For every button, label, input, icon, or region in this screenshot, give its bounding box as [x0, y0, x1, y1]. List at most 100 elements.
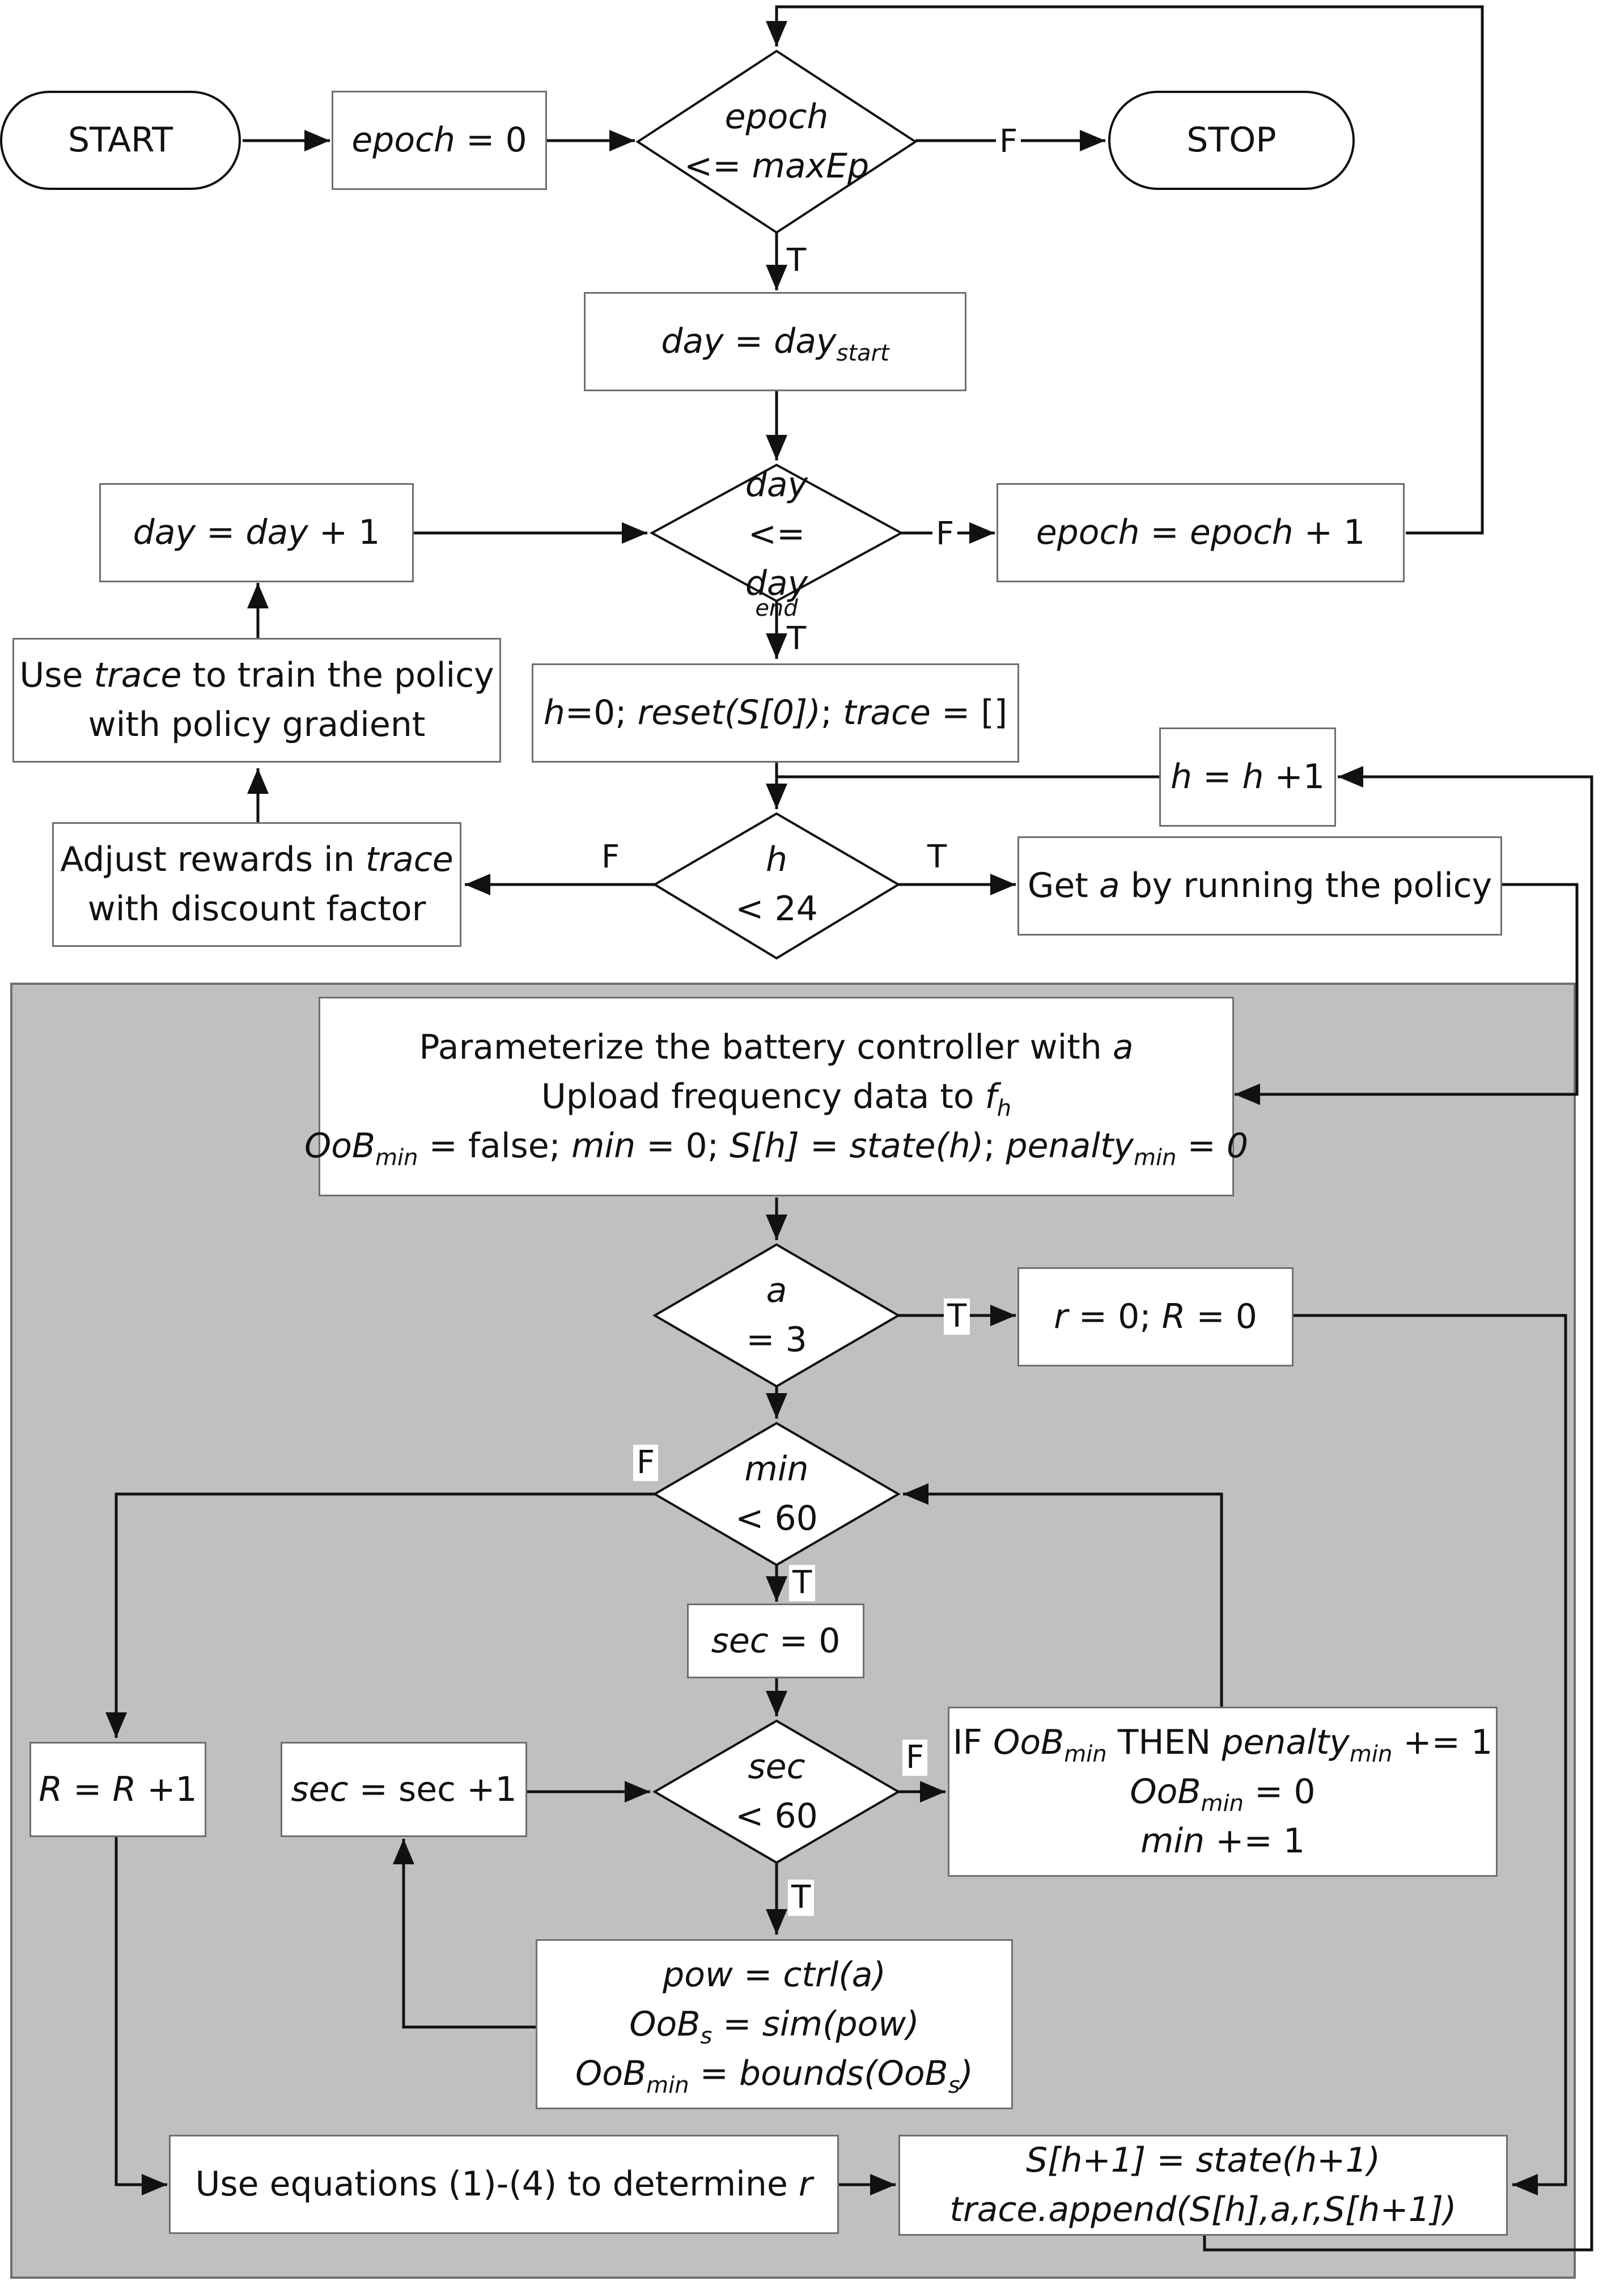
sec-decision-var: sec — [748, 1747, 805, 1787]
sec-decision-rest: < 60 — [735, 1796, 818, 1836]
edge-ifoob-mindec — [903, 1483, 1223, 1707]
rzero-b: = 0; — [1067, 1297, 1162, 1336]
ifoob-oob: OoB — [993, 1722, 1065, 1762]
min-true-label: T — [789, 1565, 816, 1601]
min-false-label: F — [633, 1445, 659, 1481]
ifoob-l3-min: min — [1140, 1821, 1205, 1861]
reset-h: h — [543, 693, 565, 733]
start-terminator: START — [0, 91, 241, 190]
start-label: START — [67, 120, 173, 160]
reset-f: = [] — [930, 693, 1008, 733]
secinc-var: sec — [291, 1769, 349, 1809]
day-init-sub: start — [836, 340, 889, 366]
reward-equation-box: Use equations (1)-(4) to determine r — [169, 2135, 839, 2234]
oob-check-box: IF OoBmin THEN penaltymin += 1 OoBmin = … — [948, 1707, 1498, 1877]
edge-epochinc-epochdec — [766, 5, 1484, 535]
rzero-R: R — [1161, 1297, 1186, 1336]
parameterize-box: Parameterize the battery controller with… — [304, 997, 1248, 1196]
param-l3-1: OoB — [304, 1126, 376, 1166]
h-inc-eq: = — [1192, 757, 1243, 797]
day-init-eq: = — [723, 321, 774, 361]
h-inc-var: h — [1170, 757, 1193, 797]
sim-sim: sim(pow) — [762, 2004, 919, 2044]
epoch-init-rest: = 0 — [455, 120, 527, 160]
stop-label: STOP — [1186, 120, 1277, 160]
epoch-inc-rest: + 1 — [1293, 513, 1366, 552]
min-decision-rest: < 60 — [735, 1499, 818, 1538]
ifoob-l2-rest: = 0 — [1243, 1771, 1316, 1812]
sec-true-label: T — [788, 1880, 815, 1916]
rzero-d: = 0 — [1185, 1297, 1257, 1336]
state-line2: trace.append(S[h],a,r,S[h+1]) — [949, 2190, 1457, 2229]
sec-decision: sec < 60 — [686, 1747, 867, 1836]
simulation-box: pow = ctrl(a) OoBs = sim(pow) OoBmin = b… — [536, 1939, 1013, 2109]
param-l3-sub2: min — [1134, 1144, 1177, 1171]
h-decision-var: h — [765, 840, 787, 879]
get-a-var: a — [1099, 866, 1120, 906]
sec-init-rest: = 0 — [768, 1621, 841, 1661]
sim-bounds: bounds(OoB — [739, 2053, 948, 2093]
day-decision-var2: day — [745, 564, 808, 603]
epoch-increment-box: epoch = epoch + 1 — [997, 483, 1405, 582]
adjust-line1a: Adjust rewards in — [60, 840, 366, 879]
day-inc-rest: + 1 — [308, 513, 380, 552]
edge-mindec-rinc — [105, 1492, 655, 1738]
use-eq-r: r — [798, 2164, 813, 2204]
adjust-rewards-box: Adjust rewards in trace with discount fa… — [52, 822, 461, 947]
get-a-2: by running the policy — [1120, 866, 1492, 906]
epoch-inc-var2: epoch — [1189, 513, 1294, 552]
train-line1-trace: trace — [94, 655, 182, 695]
sim-oobs-sub: s — [700, 2023, 713, 2049]
rinc-eq: = — [62, 1769, 113, 1809]
rzero-r: r — [1054, 1297, 1068, 1336]
a-true-label: T — [944, 1298, 970, 1335]
param-line2: Upload frequency data to — [541, 1076, 985, 1116]
h-decision: h < 24 — [686, 840, 867, 929]
train-policy-box: Use trace to train the policy with polic… — [12, 638, 501, 763]
ifoob-l3-rest: += 1 — [1205, 1821, 1305, 1861]
epoch-inc-eq: = — [1139, 513, 1190, 552]
edge-state-hinc — [1203, 766, 1593, 2252]
sim-bounds-sub: s — [948, 2072, 960, 2098]
param-l3-10: = 0 — [1176, 1126, 1249, 1166]
R-increment-box: R = R +1 — [29, 1742, 206, 1837]
epoch-init-var: epoch — [351, 120, 456, 160]
sim-pow: pow — [663, 1954, 733, 1995]
ifoob-sub2: min — [1349, 1741, 1393, 1767]
epoch-decision-line2: <= maxEp — [684, 146, 870, 186]
rinc-R: R — [39, 1769, 63, 1809]
param-l3-8: ; — [983, 1126, 1006, 1166]
epoch-true-label: T — [787, 242, 807, 279]
h-decision-rest: < 24 — [735, 889, 818, 929]
sim-ctrl: ctrl(a) — [783, 1954, 886, 1995]
edge-geta-param — [1235, 883, 1579, 1105]
adjust-line1-trace: trace — [365, 840, 453, 879]
epoch-inc-var: epoch — [1036, 513, 1140, 552]
h-false-label: F — [601, 839, 620, 875]
day-init-var2: day — [774, 321, 837, 361]
sim-oobmin-sub: min — [646, 2072, 689, 2098]
a-decision-rest: = 3 — [746, 1320, 807, 1360]
rinc-rest: +1 — [136, 1769, 197, 1809]
day-init-box: day = daystart — [584, 292, 966, 391]
ifoob-if: IF — [952, 1722, 994, 1762]
ifoob-then: THEN — [1106, 1722, 1222, 1762]
h-decision-diamond — [652, 812, 901, 960]
param-l3-sub1: min — [375, 1144, 418, 1171]
ifoob-l2-sub: min — [1201, 1790, 1244, 1817]
sec-init-box: sec = 0 — [687, 1603, 864, 1678]
param-l3-2: = false; — [418, 1126, 571, 1166]
h-increment-box: h = h +1 — [1159, 727, 1336, 827]
h-inc-var2: h — [1242, 757, 1264, 797]
stop-terminator: STOP — [1108, 91, 1355, 190]
get-a-1: Get — [1027, 866, 1099, 906]
param-l3-4: = 0; — [635, 1126, 730, 1166]
param-l3-7: state(h) — [849, 1126, 984, 1166]
reset-call: reset(S[0]) — [637, 693, 821, 733]
ifoob-sub: min — [1064, 1741, 1107, 1767]
reset-d: ; — [820, 693, 843, 733]
reset-b: =0; — [565, 693, 638, 733]
edge-rinc-useeq — [115, 1837, 167, 2195]
sim-eq2: = — [712, 2004, 762, 2044]
